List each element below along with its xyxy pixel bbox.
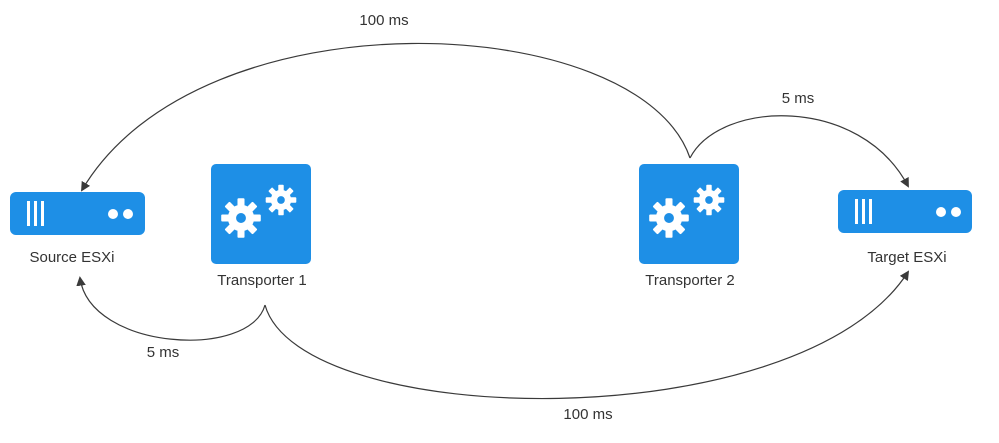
link-transporter2-to-target xyxy=(689,115,909,188)
latency-label-t1-source: 5 ms xyxy=(147,344,180,361)
link-transporter1-to-target xyxy=(264,270,910,400)
node-transporter-1[interactable]: Transporter 1 xyxy=(211,164,311,289)
node-source-esxi[interactable]: Source ESXi xyxy=(10,192,145,266)
server-icon xyxy=(838,190,972,233)
gears-icon xyxy=(211,164,311,264)
server-icon xyxy=(10,192,145,235)
link-transporter1-to-source xyxy=(76,276,266,341)
node-transporter-2[interactable]: Transporter 2 xyxy=(639,164,739,289)
node-label-target: Target ESXi xyxy=(867,249,946,266)
node-label-transporter-1: Transporter 1 xyxy=(217,272,306,289)
gears-icon xyxy=(639,164,739,264)
latency-label-t2-target: 5 ms xyxy=(782,90,815,107)
latency-label-t2-source: 100 ms xyxy=(359,12,408,29)
node-label-source: Source ESXi xyxy=(29,249,114,266)
node-target-esxi[interactable]: Target ESXi xyxy=(838,190,972,266)
node-label-transporter-2: Transporter 2 xyxy=(645,272,734,289)
link-transporter2-to-source xyxy=(81,42,691,192)
latency-label-t1-target: 100 ms xyxy=(563,406,612,423)
